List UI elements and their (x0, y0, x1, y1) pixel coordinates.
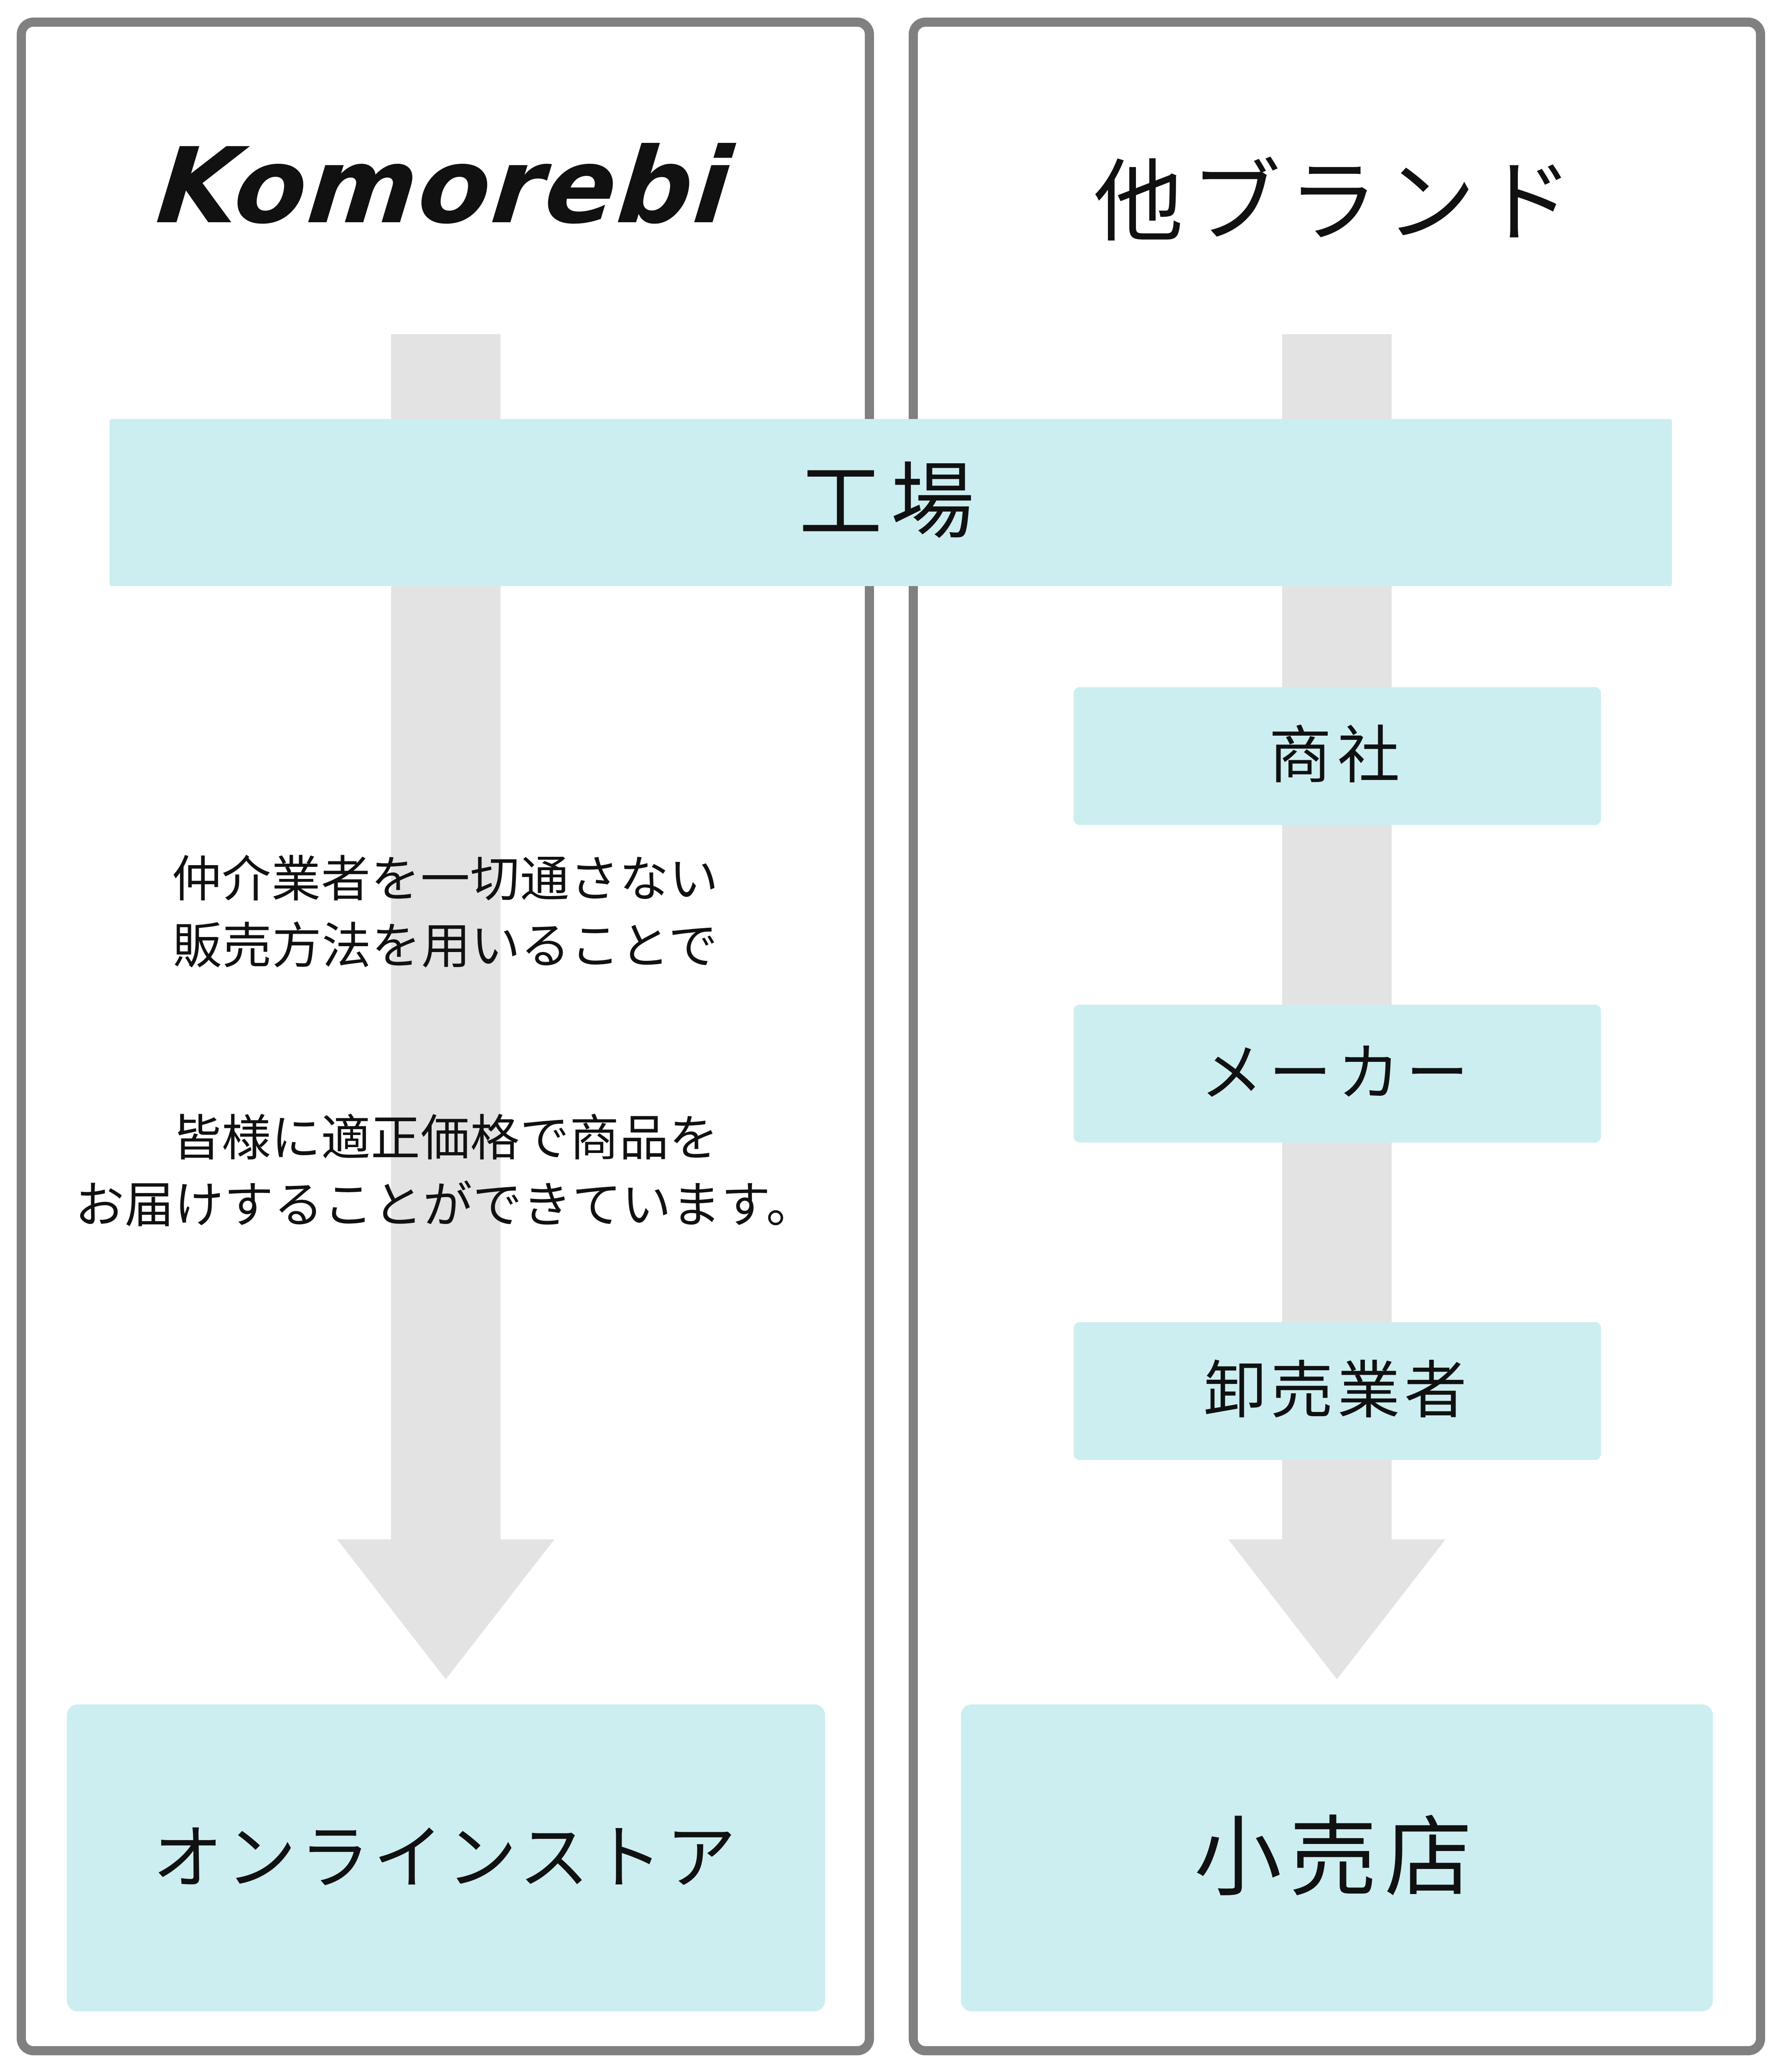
maker-node: メーカー (1074, 1005, 1601, 1143)
factory-node: 工場 (109, 419, 1672, 586)
retail-store-node: 小売店 (961, 1704, 1713, 2011)
komorebi-brand-title: Komorebi (152, 125, 739, 247)
down-arrow-head-right (1228, 1539, 1446, 1679)
online-store-node: オンラインストア (67, 1704, 825, 2011)
wholesaler-node: 卸売業者 (1074, 1322, 1601, 1460)
trading-company-node: 商社 (1074, 687, 1601, 825)
other-brands-title: 他ブランド (1093, 150, 1580, 255)
down-arrow-head-left (337, 1539, 554, 1679)
